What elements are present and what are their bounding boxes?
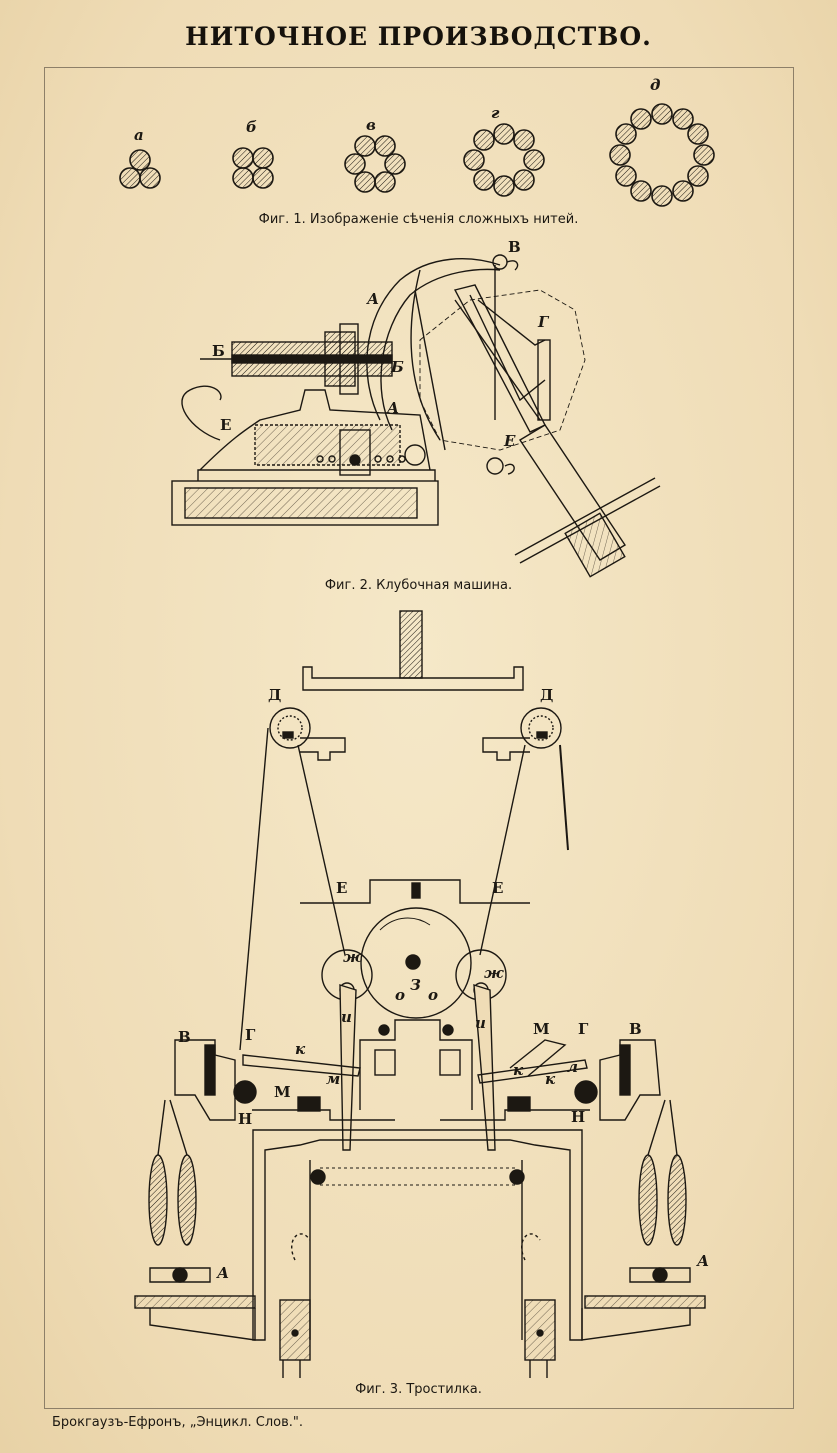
label-fig2-V: В (508, 238, 521, 256)
label-fig3-V-right: В (629, 1020, 642, 1038)
label-fig3-M-right: М (533, 1020, 550, 1038)
section-g (463, 123, 545, 197)
label-fig3-E-right: Е (492, 879, 503, 897)
label-fig2-A-bottom: А (386, 399, 399, 417)
label-fig3-V-left: В (178, 1028, 191, 1046)
label-fig3-D-left: Д (268, 686, 281, 704)
label-fig3-G-right: Г (578, 1020, 589, 1038)
label-fig3-l: л (567, 1058, 578, 1076)
label-fig3-G-left: Г (245, 1026, 256, 1044)
label-fig3-D-right: Д (540, 686, 553, 704)
label-fig2-E-left: Е (220, 416, 231, 434)
plate-frame (44, 67, 794, 1409)
label-fig3-zh-left: ж (343, 948, 363, 966)
label-fig1-v: в (366, 116, 376, 134)
label-fig3-Z: З (410, 976, 421, 994)
label-fig3-i-right: и (475, 1014, 486, 1032)
label-fig1-g: г (491, 104, 500, 122)
publisher-credit: Брокгаузъ-Ефронъ, „Энцикл. Слов.". (52, 1415, 304, 1430)
label-fig3-o-left: о (395, 986, 405, 1004)
label-fig2-B-right: Б (390, 358, 404, 376)
label-fig1-a: а (134, 126, 144, 144)
plate-title: НИТОЧНОЕ ПРОИЗВОДСТВО. (185, 22, 652, 51)
caption-fig2: Фиг. 2. Клубочная машина. (324, 578, 513, 593)
label-fig3-E-left: Е (336, 879, 347, 897)
label-fig3-k-left: к (295, 1040, 306, 1058)
fig3-twisting-machine (134, 610, 706, 1378)
label-fig2-G: Г (537, 313, 550, 331)
section-d (609, 103, 715, 207)
section-v (344, 135, 406, 193)
section-a (119, 149, 161, 189)
label-fig3-A-right: А (696, 1252, 709, 1270)
fig1-thread-sections (119, 103, 715, 207)
label-fig3-M-left: М (274, 1083, 291, 1101)
label-fig3-k-right2: к (545, 1070, 556, 1088)
label-fig1-b: б (246, 118, 257, 136)
label-fig3-i-left: и (341, 1008, 352, 1026)
label-fig3-zh-right: ж (484, 964, 504, 982)
label-fig1-d: д (650, 76, 660, 94)
fig2-ball-winding-machine (171, 254, 661, 578)
label-fig3-A-left: А (216, 1264, 229, 1282)
label-fig3-N-right: Н (571, 1108, 585, 1126)
label-fig3-m: м (326, 1070, 340, 1088)
label-fig3-k-right: к (513, 1061, 524, 1079)
caption-fig1: Фиг. 1. Изображеніе сѣченія сложныхъ нит… (258, 212, 579, 227)
section-b (232, 147, 274, 189)
label-fig2-B-left: Б (212, 342, 225, 360)
caption-fig3: Фиг. 3. Тростилка. (355, 1382, 482, 1397)
label-fig3-o-right: о (428, 986, 438, 1004)
label-fig2-A-top: А (366, 290, 379, 308)
label-fig3-N-left: Н (238, 1110, 252, 1128)
label-fig2-E-right: Е (503, 432, 516, 450)
